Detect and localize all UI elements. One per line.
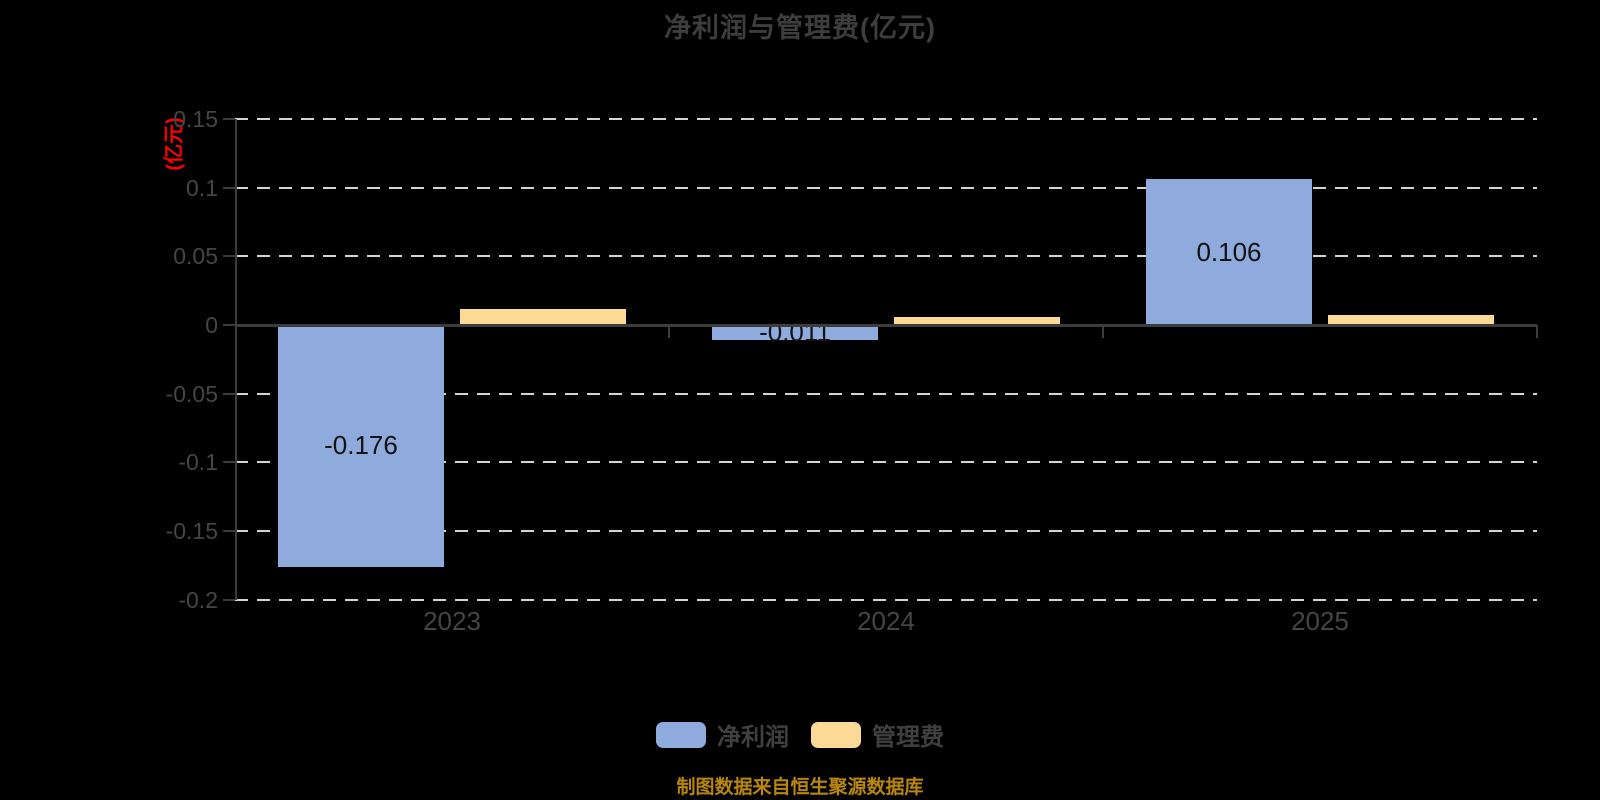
gridline <box>235 186 1537 189</box>
bar-value-label: -0.011 <box>759 317 831 348</box>
legend-entry-net-profit: 净利润 <box>656 717 789 752</box>
x-axis-tick <box>668 325 670 338</box>
y-tick-label: -0.2 <box>178 586 218 613</box>
y-tick-label: 0.15 <box>173 105 218 132</box>
management-fee-swatch <box>811 721 861 748</box>
x-tick-label: 2024 <box>857 606 915 636</box>
gridline <box>235 255 1537 258</box>
x-axis <box>235 324 1537 327</box>
gridline <box>235 530 1537 533</box>
y-axis-tick <box>223 186 235 189</box>
bar-value-label: -0.176 <box>324 430 398 461</box>
legend-label-management-fee: 管理费 <box>872 724 944 751</box>
bar-net-profit-2023 <box>278 325 444 567</box>
y-tick-label: -0.1 <box>178 449 218 476</box>
bar-management-fee-2024 <box>894 316 1060 325</box>
gridline <box>235 117 1537 120</box>
gridline <box>235 392 1537 395</box>
x-axis-tick <box>1102 325 1104 338</box>
y-tick-label: 0.05 <box>173 243 218 270</box>
bar-management-fee-2023 <box>460 308 626 325</box>
y-axis-tick <box>223 255 235 258</box>
legend-entry-management-fee: 管理费 <box>811 717 944 752</box>
y-axis-tick <box>223 392 235 395</box>
y-axis-tick <box>223 530 235 533</box>
bar-value-label: 0.106 <box>1196 236 1262 267</box>
gridline <box>235 461 1537 464</box>
legend-label-net-profit: 净利润 <box>717 724 789 751</box>
y-tick-label: 0 <box>205 312 218 338</box>
y-tick-label: 0.1 <box>186 174 218 201</box>
chart-title: 净利润与管理费(亿元) <box>664 13 936 43</box>
gridline <box>235 598 1537 601</box>
y-axis-tick <box>223 324 235 326</box>
y-tick-label: -0.05 <box>165 380 218 407</box>
bar-net-profit-2024 <box>712 325 878 341</box>
bar-management-fee-2025 <box>1328 315 1494 325</box>
net-profit-swatch <box>656 721 706 748</box>
x-axis-tick <box>1536 325 1538 338</box>
y-axis-tick <box>223 598 235 601</box>
legend: 净利润 管理费 <box>0 717 1600 752</box>
y-axis <box>235 119 237 600</box>
x-tick-label: 2023 <box>423 606 481 636</box>
y-axis-tick <box>223 117 235 120</box>
y-tick-label: -0.15 <box>165 518 218 545</box>
y-axis-tick <box>223 461 235 464</box>
data-source-note: 制图数据来自恒生聚源数据库 <box>676 777 924 798</box>
bar-net-profit-2025 <box>1146 179 1312 325</box>
x-tick-label: 2025 <box>1291 606 1349 636</box>
